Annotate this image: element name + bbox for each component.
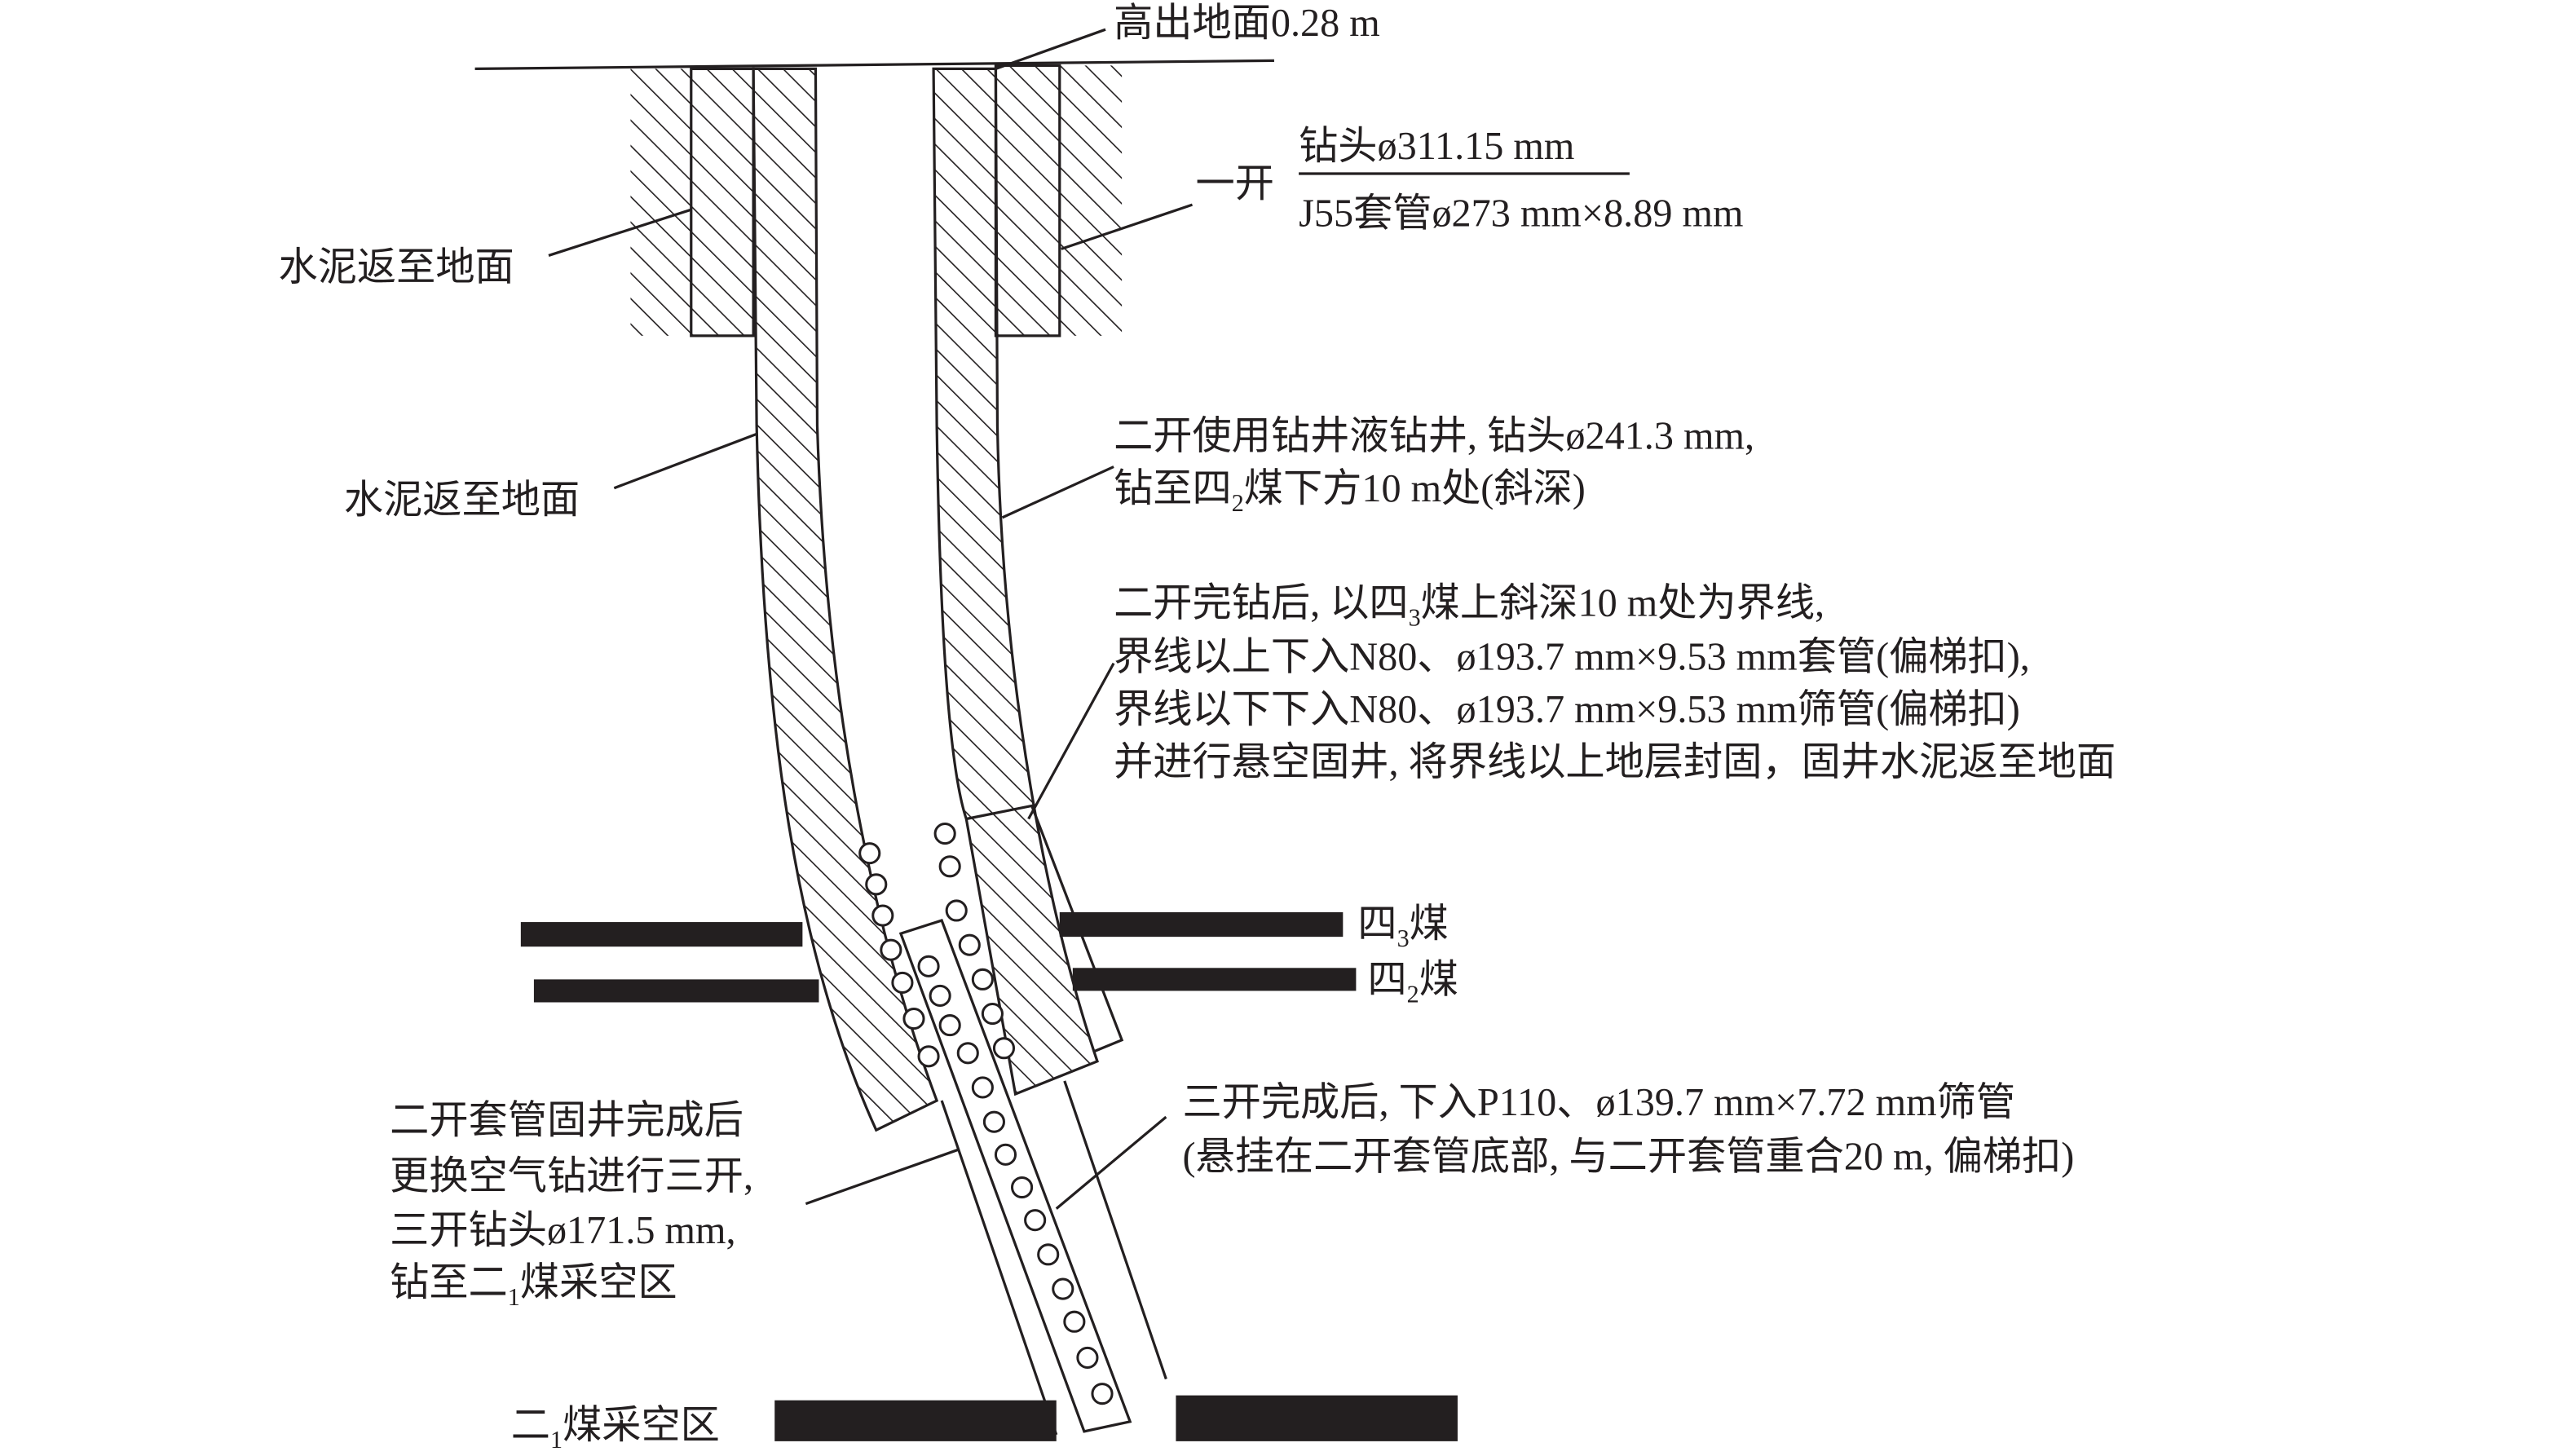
third-casing-line-2: (悬挂在二开套管底部, 与二开套管重合20 m, 偏梯扣) <box>1182 1135 2074 1178</box>
left-intermediate-casing-wall <box>752 67 939 1132</box>
coal-seam-si2-left <box>533 979 819 1003</box>
third-spud-line-2: 更换空气钻进行三开, <box>390 1155 753 1198</box>
goaf-er1-label: 二1煤采空区 <box>511 1404 720 1454</box>
coal-seam-si3-right <box>1059 912 1344 938</box>
height-above-ground-label: 高出地面0.28 m <box>1114 2 1380 45</box>
coal-seam-si3-left <box>520 922 803 947</box>
leader-lines <box>548 28 1630 1210</box>
coal-seam-si3-label: 四3煤 <box>1357 902 1449 952</box>
first-spud-casing-label: J55套管ø273 mm×8.89 mm <box>1299 192 1743 235</box>
cement-return-label-1: 水泥返至地面 <box>279 246 514 289</box>
third-spud-line-3: 三开钻头ø171.5 mm, <box>390 1209 735 1252</box>
open-hole-left-wall <box>940 1100 1058 1436</box>
second-casing-line-2: 界线以上下入N80、ø193.7 mm×9.53 mm套管(偏梯扣), <box>1114 636 2030 679</box>
coal-seam-si2-right <box>1072 968 1357 991</box>
right-intermediate-casing-wall <box>932 67 1099 1096</box>
second-casing-line-3: 界线以下下入N80、ø193.7 mm×9.53 mm筛管(偏梯扣) <box>1114 688 2020 731</box>
goaf-er1-right <box>1176 1395 1458 1441</box>
intermediate-screen-holes <box>858 823 1016 1068</box>
left-surface-casing <box>690 67 755 338</box>
third-spud-line-4: 钻至二1煤采空区 <box>390 1261 677 1311</box>
open-hole-right-wall <box>1063 1080 1167 1380</box>
left-surface-cement <box>630 68 691 336</box>
third-casing-line-1: 三开完成后, 下入P110、ø139.7 mm×7.72 mm筛管 <box>1182 1081 2015 1124</box>
first-spud-bit-label: 钻头ø311.15 mm <box>1299 125 1574 168</box>
third-spud-line-1: 二开套管固井完成后 <box>390 1099 743 1142</box>
second-spud-line-1: 二开使用钻井液钻井, 钻头ø241.3 mm, <box>1114 414 1754 457</box>
cement-return-label-2: 水泥返至地面 <box>344 479 580 522</box>
second-casing-line-1: 二开完钻后, 以四3煤上斜深10 m处为界线, <box>1114 581 1825 631</box>
first-spud-label: 一开 <box>1196 162 1274 205</box>
production-screen-liner <box>898 919 1132 1433</box>
ground-line <box>474 59 1274 71</box>
coal-seam-si2-label: 四2煤 <box>1367 958 1458 1008</box>
right-surface-cement <box>1059 65 1123 336</box>
right-surface-casing <box>994 64 1061 338</box>
production-screen-holes <box>917 955 1114 1405</box>
goaf-er1-left <box>774 1400 1057 1441</box>
second-casing-line-4: 并进行悬空固井, 将界线以上地层封固，固井水泥返至地面 <box>1114 740 2116 783</box>
second-spud-line-2: 钻至四2煤下方10 m处(斜深) <box>1114 467 1586 517</box>
